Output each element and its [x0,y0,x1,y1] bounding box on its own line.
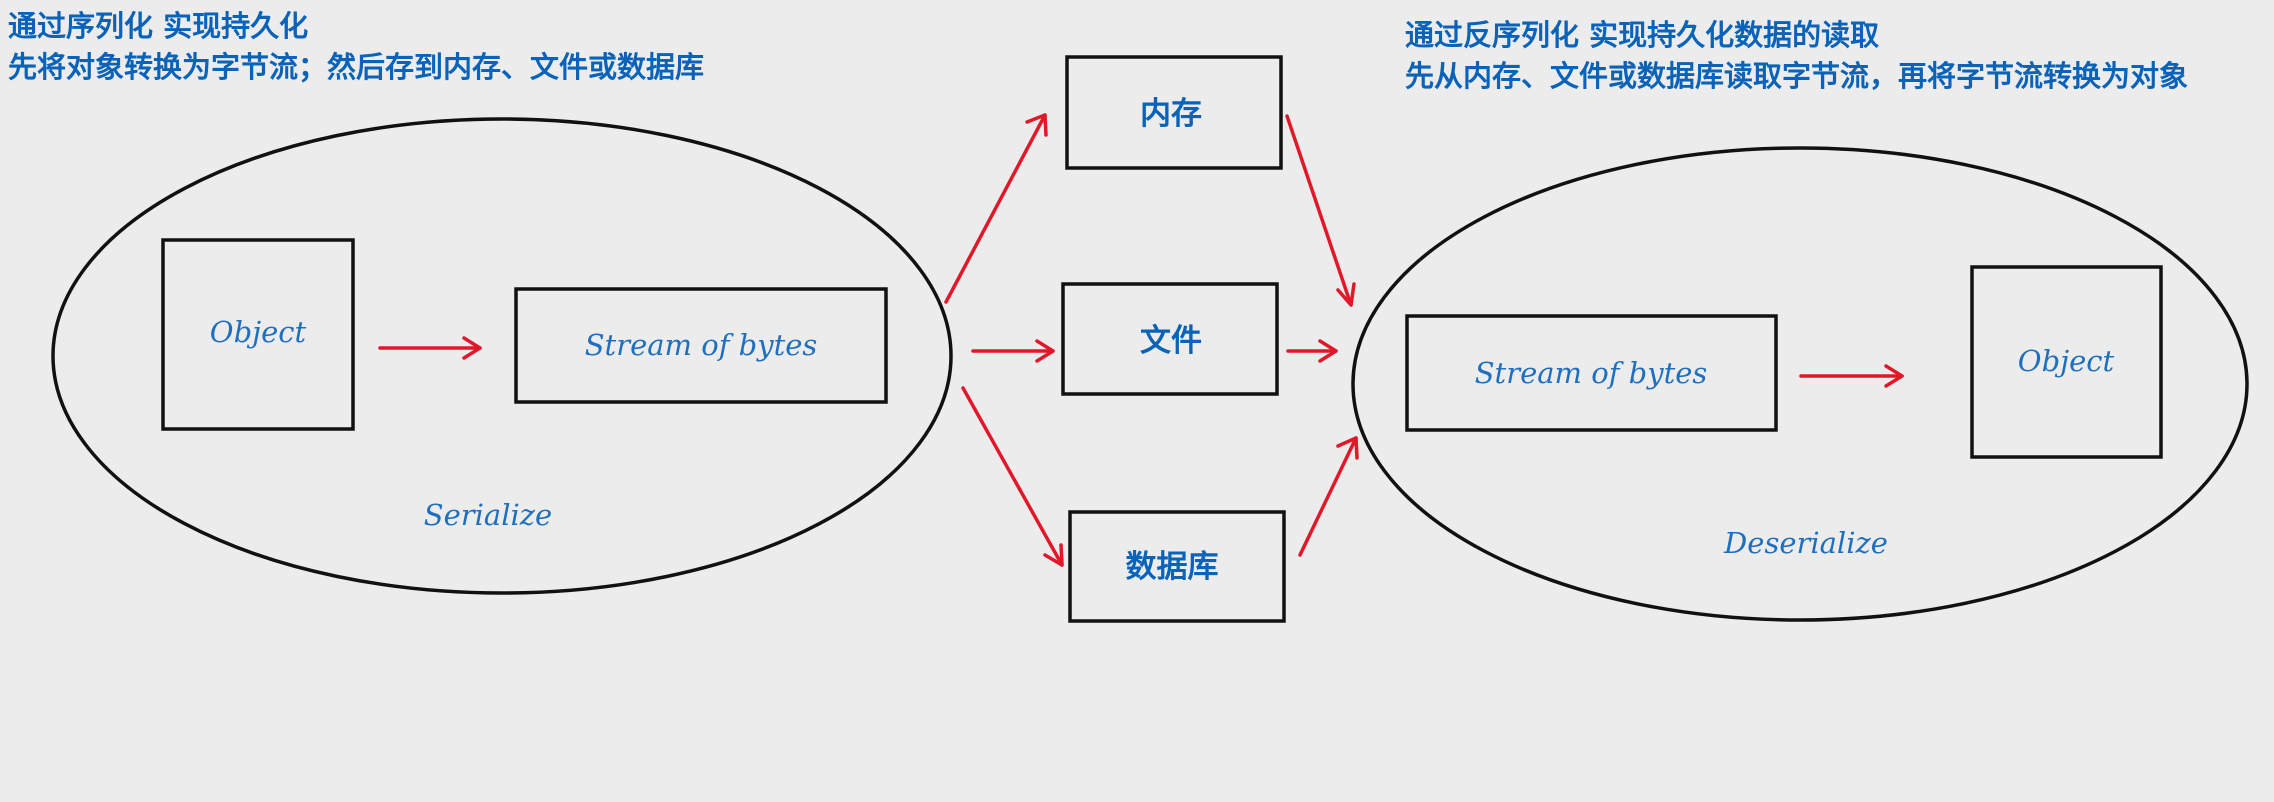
file-box [1061,282,1279,396]
stream-to-database-arrow [961,386,1064,567]
memory-storage: 内存 [1065,55,1283,170]
database-box [1068,510,1286,623]
deserialize-ellipse [1351,146,2249,622]
database-label: 数据库 [1126,549,1219,585]
serialize-note-title: 通过序列化 实现持久化 [8,9,309,43]
object-to-stream-arrow [378,336,482,360]
serialize-object-label: Object [210,315,307,349]
serialize-group: Object Stream of bytes Serialize [51,117,953,595]
serialize-note-description: 先将对象转换为字节流；然后存到内存、文件或数据库 [8,50,705,84]
serialize-caption: Serialize [424,498,552,532]
memory-box [1065,55,1283,170]
stream-to-memory-arrow [944,113,1048,304]
deserialize-note: 通过反序列化 实现持久化数据的读取 先从内存、文件或数据库读取字节流，再将字节流… [1405,15,2188,97]
serialize-object-box [161,238,355,431]
database-to-stream-arrow [1298,436,1359,557]
deserialize-stream-box [1405,314,1778,432]
serialize-stream-box [514,287,888,404]
database-storage: 数据库 [1068,510,1286,623]
stream-to-object-arrow [1799,364,1904,388]
deserialize-note-title: 通过反序列化 实现持久化数据的读取 [1405,18,1880,52]
deserialize-object-box [1970,265,2163,459]
deserialize-caption: Deserialize [1723,526,1888,560]
serialize-stream-label: Stream of bytes [585,328,818,362]
file-label: 文件 [1140,323,1202,359]
deserialize-object-label: Object [2018,344,2115,378]
memory-label: 内存 [1140,96,1202,132]
file-to-stream-arrow [1286,339,1338,363]
deserialize-stream-label: Stream of bytes [1475,356,1708,390]
stream-to-file-arrow [971,339,1055,363]
memory-to-stream-arrow [1285,114,1356,307]
deserialize-note-description: 先从内存、文件或数据库读取字节流，再将字节流转换为对象 [1405,59,2189,93]
deserialize-group: Stream of bytes Object Deserialize [1351,146,2249,622]
serialize-note: 通过序列化 实现持久化 先将对象转换为字节流；然后存到内存、文件或数据库 [8,6,704,88]
serialize-ellipse [51,117,953,595]
file-storage: 文件 [1061,282,1279,396]
